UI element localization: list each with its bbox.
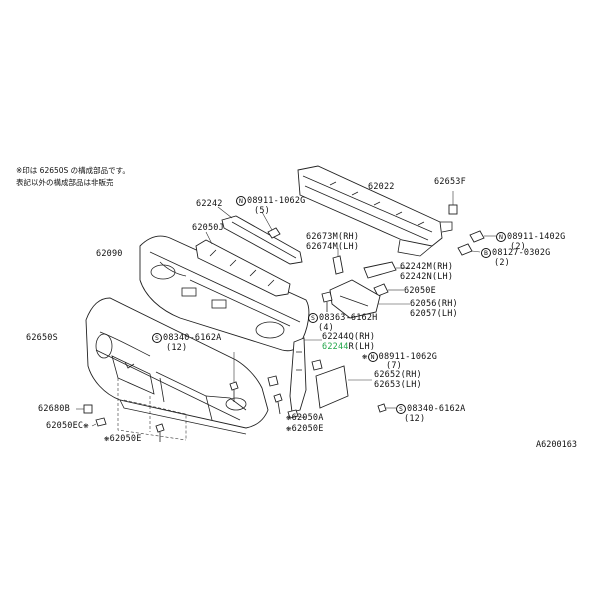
label-62653F: 62653F [434, 177, 466, 187]
label-08340-6162A-left-qty: (12) [166, 343, 188, 353]
n-prefix-icon: N [367, 352, 378, 362]
figure-code: A6200163 [536, 440, 577, 450]
part-number: 08911-1062G [247, 196, 306, 206]
part-number: 62050A [291, 413, 324, 423]
label-62050E-right: ❋62050E [286, 424, 324, 434]
bracket-62244 [289, 337, 322, 413]
s-prefix-icon: S [308, 313, 318, 323]
part-number: 08911-1062G [378, 352, 438, 362]
label-62050A: ❋62050A [286, 413, 324, 423]
part-number: 62050EC [46, 421, 84, 431]
star-icon: ❋ [286, 424, 292, 434]
label-62244Q: 62244Q(RH) [322, 332, 376, 342]
bracket-62242M [363, 261, 397, 279]
b-prefix-icon: B [481, 248, 491, 258]
clip-62653F-shape [448, 204, 458, 215]
label-62050E-mid: 62050E [404, 286, 436, 296]
label-08911-1062G-mid-qty: (7) [386, 361, 402, 371]
part-number: 62050E [291, 424, 324, 434]
note-line-1: ※印は 62650S の構成部品です。 [16, 166, 130, 175]
n-prefix-icon: N [236, 196, 246, 206]
label-08127-0302G-qty: (2) [494, 258, 510, 268]
star-icon: ❋ [83, 421, 89, 431]
part-number: 08340-6162A [407, 404, 466, 414]
label-62652: 62652(RH) [374, 370, 422, 380]
part-number: 62050E [109, 434, 142, 444]
part-number: 08127-0302G [492, 248, 551, 258]
n-prefix-icon: N [496, 232, 506, 242]
label-62050E-bottom: ❋62050E [104, 434, 142, 444]
label-62244R: 62244R(LH) [322, 342, 375, 352]
label-62056: 62056(RH) [410, 299, 458, 309]
label-62242M: 62242M(RH) [400, 262, 454, 272]
label-08363-6162H-qty: (4) [318, 323, 334, 333]
part-number: 08911-1402G [507, 232, 566, 242]
label-62022: 62022 [368, 182, 395, 192]
upper-absorber-62090 [139, 235, 310, 352]
label-62673M: 62673M(RH) [306, 232, 360, 242]
star-icon: ❋ [286, 413, 292, 423]
label-62242: 62242 [196, 199, 223, 209]
s-prefix-icon: S [396, 404, 406, 414]
label-62057: 62057(LH) [410, 309, 458, 319]
bracket-62050J [195, 231, 291, 297]
bracket-62673M [332, 255, 344, 275]
part-number: 08363-6162H [319, 313, 378, 323]
label-62242N: 62242N(LH) [400, 272, 454, 282]
label-62090: 62090 [96, 249, 123, 259]
bracket-62056 [329, 279, 410, 319]
part-code-highlight: 62244 [322, 342, 349, 352]
label-08340-6162A-right-qty: (12) [404, 414, 426, 424]
label-62653: 62653(LH) [374, 380, 422, 390]
s-prefix-icon: S [152, 333, 162, 343]
label-62050EC: 62050EC❋ [46, 421, 89, 431]
label-62050J: 62050J [192, 223, 224, 233]
reinforcement-bar-62022 [297, 165, 453, 257]
label-62674M: 62674M(LH) [306, 242, 360, 252]
note-line-2: 表記以外の構成部品は非販売 [16, 178, 114, 187]
part-number: 08340-6162A [163, 333, 222, 343]
label-62650S: 62650S [26, 333, 58, 343]
panel-62652 [315, 365, 349, 409]
label-08911-1402G-qty: (2) [510, 242, 526, 252]
star-icon: ❋ [362, 352, 368, 362]
bracket-62242 [217, 206, 303, 265]
bumper-fascia-62650S [85, 297, 269, 435]
label-08911-1062G-top-qty: (5) [254, 206, 270, 216]
part-suffix: R(LH) [348, 342, 376, 352]
star-icon: ❋ [104, 434, 110, 444]
bolts-right [457, 230, 496, 256]
label-62680B: 62680B [38, 404, 70, 414]
